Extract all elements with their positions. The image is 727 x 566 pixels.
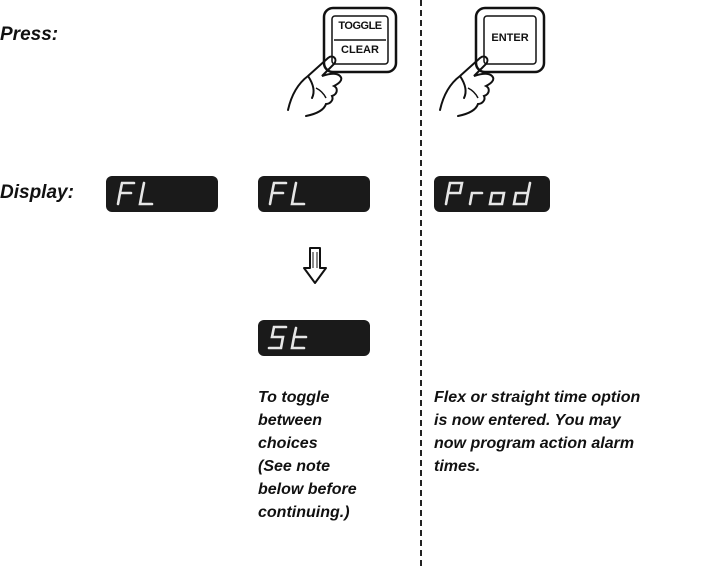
- lcd-readout: [116, 181, 154, 206]
- display-fl-initial: [106, 176, 218, 212]
- toggle-note: To toggle between choices (See note belo…: [258, 386, 418, 524]
- enter-note-line: times.: [434, 458, 481, 475]
- enter-note-line: is now entered. You may: [434, 412, 621, 429]
- divider-line: [420, 0, 422, 566]
- toggle-note-line: To toggle: [258, 389, 330, 406]
- toggle-note-line: continuing.): [258, 504, 350, 521]
- display-fl-toggle: [258, 176, 370, 212]
- lcd-readout: [268, 181, 306, 206]
- toggle-clear-key[interactable]: TOGGLE CLEAR: [282, 6, 400, 126]
- toggle-note-line: between: [258, 412, 323, 429]
- toggle-key-label: TOGGLE: [338, 20, 382, 32]
- enter-key[interactable]: ENTER: [434, 6, 552, 126]
- toggle-note-line: choices: [258, 435, 318, 452]
- hand-press-icon: [439, 6, 546, 117]
- enter-key-label: ENTER: [491, 32, 529, 44]
- enter-note: Flex or straight time option is now ente…: [434, 386, 724, 478]
- toggle-note-line: (See note: [258, 458, 331, 475]
- press-label: Press:: [0, 24, 59, 45]
- down-arrow-icon: [302, 246, 328, 286]
- lcd-readout: [267, 325, 308, 350]
- enter-note-line: Flex or straight time option: [434, 389, 641, 406]
- lcd-readout: [444, 181, 532, 206]
- hand-press-icon: [287, 6, 398, 117]
- display-label: Display:: [0, 182, 74, 203]
- enter-note-line: now program action alarm: [434, 435, 635, 452]
- toggle-note-line: below before: [258, 481, 357, 498]
- display-prod: [434, 176, 550, 212]
- display-st: [258, 320, 370, 356]
- clear-key-label: CLEAR: [341, 44, 379, 56]
